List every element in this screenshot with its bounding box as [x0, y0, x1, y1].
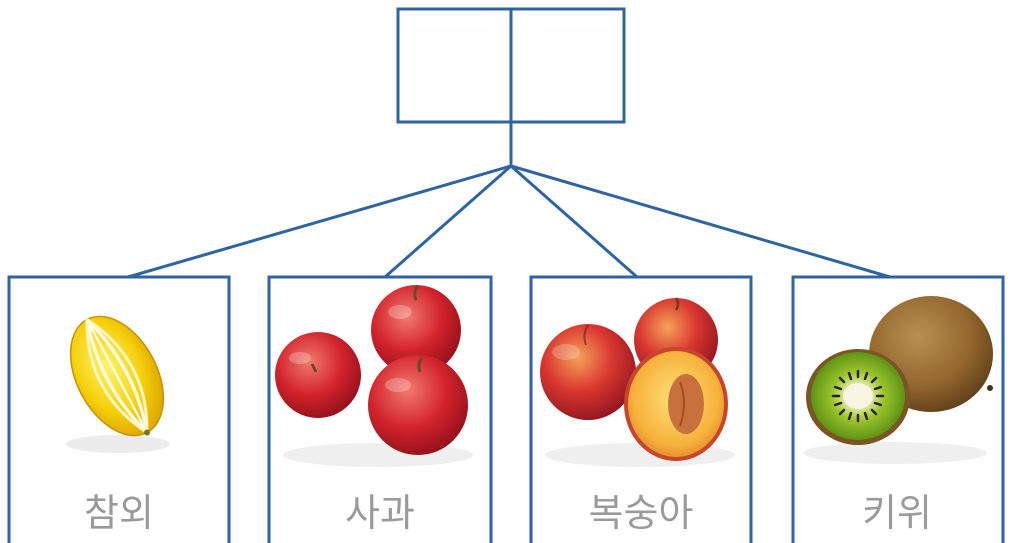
- child-node-2: 사과: [267, 275, 493, 543]
- apples-image: [275, 285, 473, 467]
- connectors: [127, 122, 891, 279]
- connector-to-child-4: [510, 164, 891, 279]
- kiwis-image: [803, 296, 993, 464]
- connector-to-child-1: [127, 164, 512, 279]
- child-label-4: 키위: [862, 491, 932, 535]
- child-label-3: 복숭아: [589, 491, 694, 535]
- child-node-1: 참외: [7, 275, 231, 543]
- root-node: [396, 7, 626, 124]
- child-node-4: 키위: [791, 275, 1005, 543]
- peaches-image: [540, 297, 735, 467]
- connector-to-child-2: [384, 164, 512, 279]
- korean-melon-image: [66, 315, 170, 453]
- kiwi-seeds: [831, 369, 885, 423]
- connector-to-child-3: [510, 164, 638, 279]
- child-label-1: 참외: [84, 491, 154, 535]
- child-label-2: 사과: [345, 491, 415, 535]
- child-node-3: 복숭아: [529, 275, 753, 543]
